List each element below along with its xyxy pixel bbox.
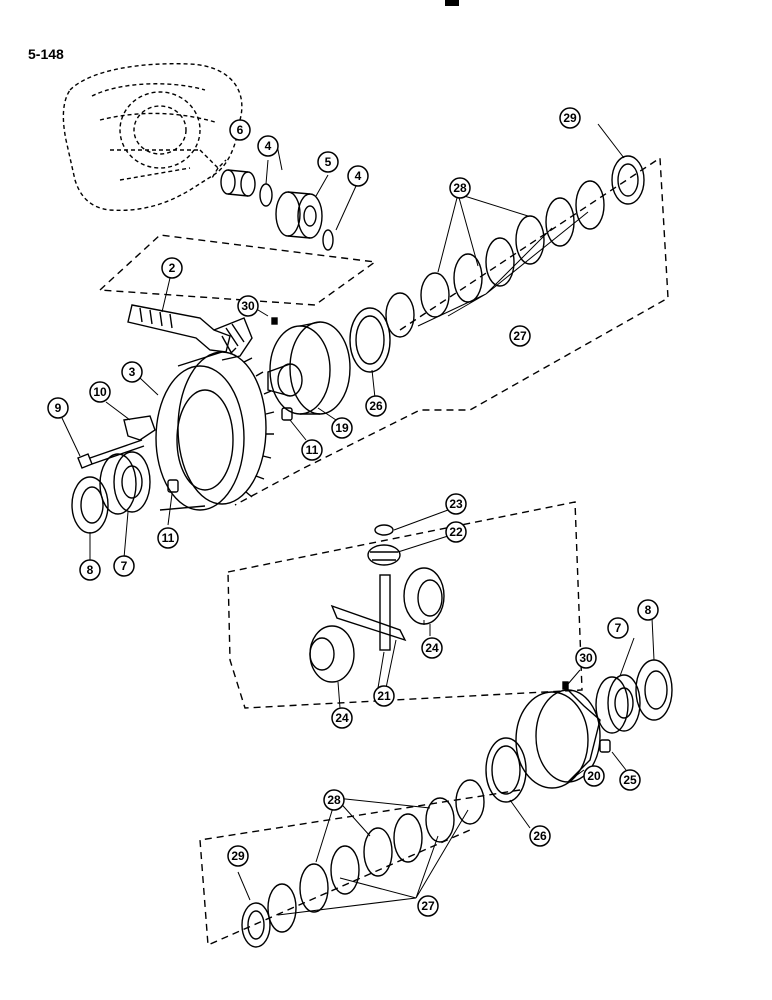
callout-22: 22: [445, 521, 467, 543]
svg-text:29: 29: [563, 111, 577, 125]
spider-pinion-22: [367, 544, 401, 566]
callout-30-upper: 30: [237, 295, 259, 317]
header-mark: [445, 0, 459, 6]
bearing-5: [275, 191, 323, 239]
svg-text:30: 30: [241, 299, 255, 313]
plug-30-top: [271, 317, 278, 325]
svg-text:4: 4: [265, 139, 272, 153]
differential-case-19: [267, 321, 351, 415]
callout-29-lower: 29: [227, 845, 249, 867]
svg-text:30: 30: [579, 651, 593, 665]
callout-10: 10: [89, 381, 111, 403]
svg-text:20: 20: [587, 769, 601, 783]
callout-26-upper: 26: [365, 395, 387, 417]
pin-11b: [281, 407, 293, 421]
svg-text:8: 8: [87, 563, 94, 577]
pinion-group-bracket: [98, 234, 377, 306]
callout-28-upper: 28: [449, 177, 471, 199]
svg-text:10: 10: [93, 385, 107, 399]
page-number: 5-148: [28, 46, 64, 62]
callout-8-left: 8: [79, 559, 101, 581]
svg-text:29: 29: [231, 849, 245, 863]
callout-26-lower: 26: [529, 825, 551, 847]
svg-text:22: 22: [449, 525, 463, 539]
ring-4b: [322, 229, 334, 251]
callout-5: 5: [317, 151, 339, 173]
callout-7-left: 7: [113, 555, 135, 577]
bearing-7-left: [99, 451, 151, 515]
thrust-washer-23: [374, 524, 394, 536]
svg-text:27: 27: [421, 899, 435, 913]
callout-19: 19: [331, 417, 353, 439]
svg-text:5: 5: [325, 155, 332, 169]
axle-housing: [62, 63, 243, 212]
svg-text:28: 28: [327, 793, 341, 807]
pinion-shaft-2: [127, 304, 253, 361]
clutch-pack-upper: [385, 155, 645, 338]
cross-shaft-21: [330, 574, 407, 651]
shim-26-upper: [349, 307, 391, 373]
callout-27-upper: 27: [509, 325, 531, 347]
ring-4a: [259, 183, 273, 207]
svg-text:23: 23: [449, 497, 463, 511]
sleeve-6: [220, 169, 256, 197]
svg-text:4: 4: [355, 169, 362, 183]
svg-text:8: 8: [645, 603, 652, 617]
callout-3: 3: [121, 361, 143, 383]
differential-case-20: [515, 689, 601, 789]
plug-30-bottom: [562, 681, 569, 690]
callout-24-right: 24: [421, 637, 443, 659]
svg-text:9: 9: [55, 401, 62, 415]
clutch-pack-lower: [241, 779, 485, 948]
seal-8-left: [71, 476, 109, 534]
side-gear-24-left: [309, 625, 355, 683]
callout-4a: 4: [257, 135, 279, 157]
svg-text:27: 27: [513, 329, 527, 343]
callout-9: 9: [47, 397, 69, 419]
svg-text:24: 24: [335, 711, 349, 725]
callout-8-right: 8: [637, 599, 659, 621]
pin-11a: [167, 479, 179, 493]
bolt-9: [77, 439, 145, 469]
svg-text:3: 3: [129, 365, 136, 379]
svg-text:26: 26: [369, 399, 383, 413]
pin-25: [599, 739, 611, 753]
callout-11b: 11: [301, 439, 323, 461]
callout-23: 23: [445, 493, 467, 515]
callout-21: 21: [373, 685, 395, 707]
svg-text:26: 26: [533, 829, 547, 843]
callout-25: 25: [619, 769, 641, 791]
callout-24-left: 24: [331, 707, 353, 729]
svg-text:25: 25: [623, 773, 637, 787]
ring-gear-3: [155, 347, 275, 511]
svg-text:11: 11: [306, 443, 319, 457]
svg-text:24: 24: [425, 641, 439, 655]
svg-text:21: 21: [377, 689, 391, 703]
svg-text:7: 7: [615, 621, 622, 635]
callout-29-upper: 29: [559, 107, 581, 129]
callout-27-lower: 27: [417, 895, 439, 917]
callout-2: 2: [161, 257, 183, 279]
svg-text:6: 6: [237, 123, 244, 137]
callout-6: 6: [229, 119, 251, 141]
callout-20: 20: [583, 765, 605, 787]
callout-11a: 11: [157, 527, 179, 549]
callout-7-right: 7: [607, 617, 629, 639]
side-gear-24-right: [403, 567, 445, 625]
callout-4b: 4: [347, 165, 369, 187]
svg-text:11: 11: [162, 531, 175, 545]
callout-28-lower: 28: [323, 789, 345, 811]
svg-text:2: 2: [169, 261, 176, 275]
svg-text:7: 7: [121, 559, 128, 573]
spider-group-bracket: [227, 501, 583, 709]
callout-30-lower: 30: [575, 647, 597, 669]
lock-plate-10: [123, 415, 156, 441]
svg-text:19: 19: [335, 421, 349, 435]
shim-26-lower: [485, 737, 527, 803]
bearing-7-right: [595, 674, 641, 734]
svg-text:28: 28: [453, 181, 467, 195]
seal-8-right: [635, 659, 673, 721]
